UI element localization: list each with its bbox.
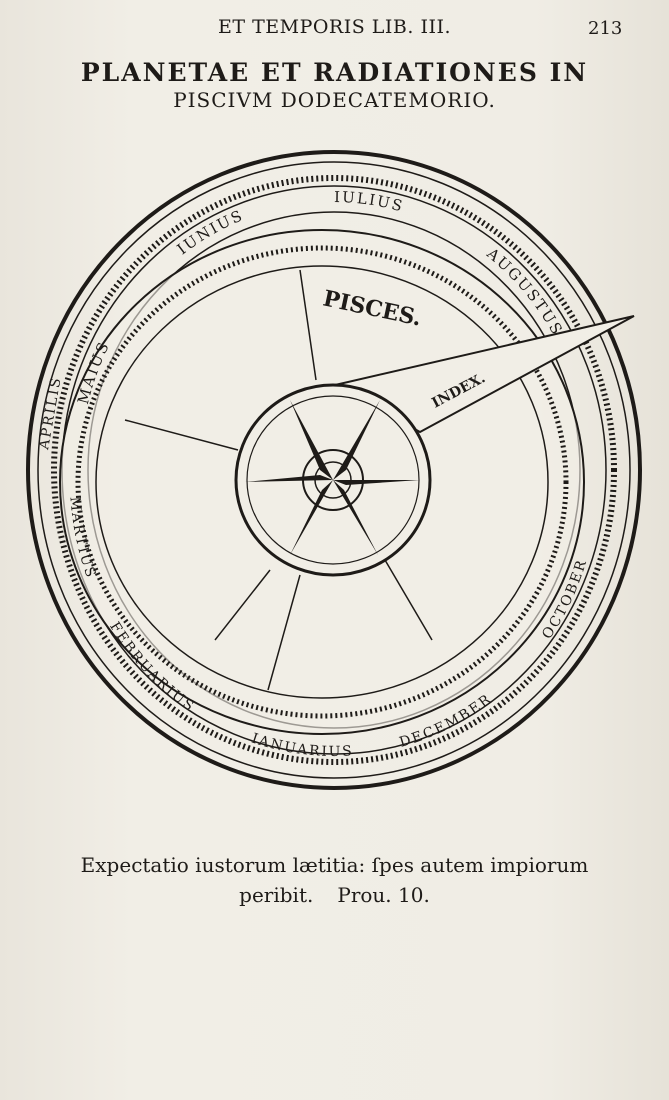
aspect-line <box>384 559 433 641</box>
aspect-line <box>267 574 301 691</box>
scale-ring <box>51 175 617 765</box>
page-number: 213 <box>588 18 623 39</box>
outer-ring <box>26 150 642 790</box>
aspect-line <box>214 569 271 641</box>
rose-star <box>245 400 420 555</box>
motto-line: Expectatio iustorum lætitia: ſpes autem … <box>80 853 589 877</box>
svg-text:IANUARIUS: IANUARIUS <box>250 731 355 760</box>
aspect-line <box>124 419 239 451</box>
aspect-line <box>299 269 317 381</box>
motto-reference: Prou. 10. <box>337 883 430 907</box>
volvelle-figure: MAIUS IUNIUS IULIUS AUGUSTUS MARTIUS FEB… <box>26 150 642 790</box>
month-ianuarius: IANUARIUS <box>250 731 353 760</box>
running-head: ET TEMPORIS LIB. III. <box>217 16 452 38</box>
page-title: PLANETAE ET RADIATIONES IN <box>80 58 589 87</box>
motto-line-2: peribit. Prou. 10. <box>0 883 669 907</box>
page-subtitle: PISCIVM DODECATEMORIO. <box>173 88 496 112</box>
motto-end: peribit. <box>239 883 314 907</box>
